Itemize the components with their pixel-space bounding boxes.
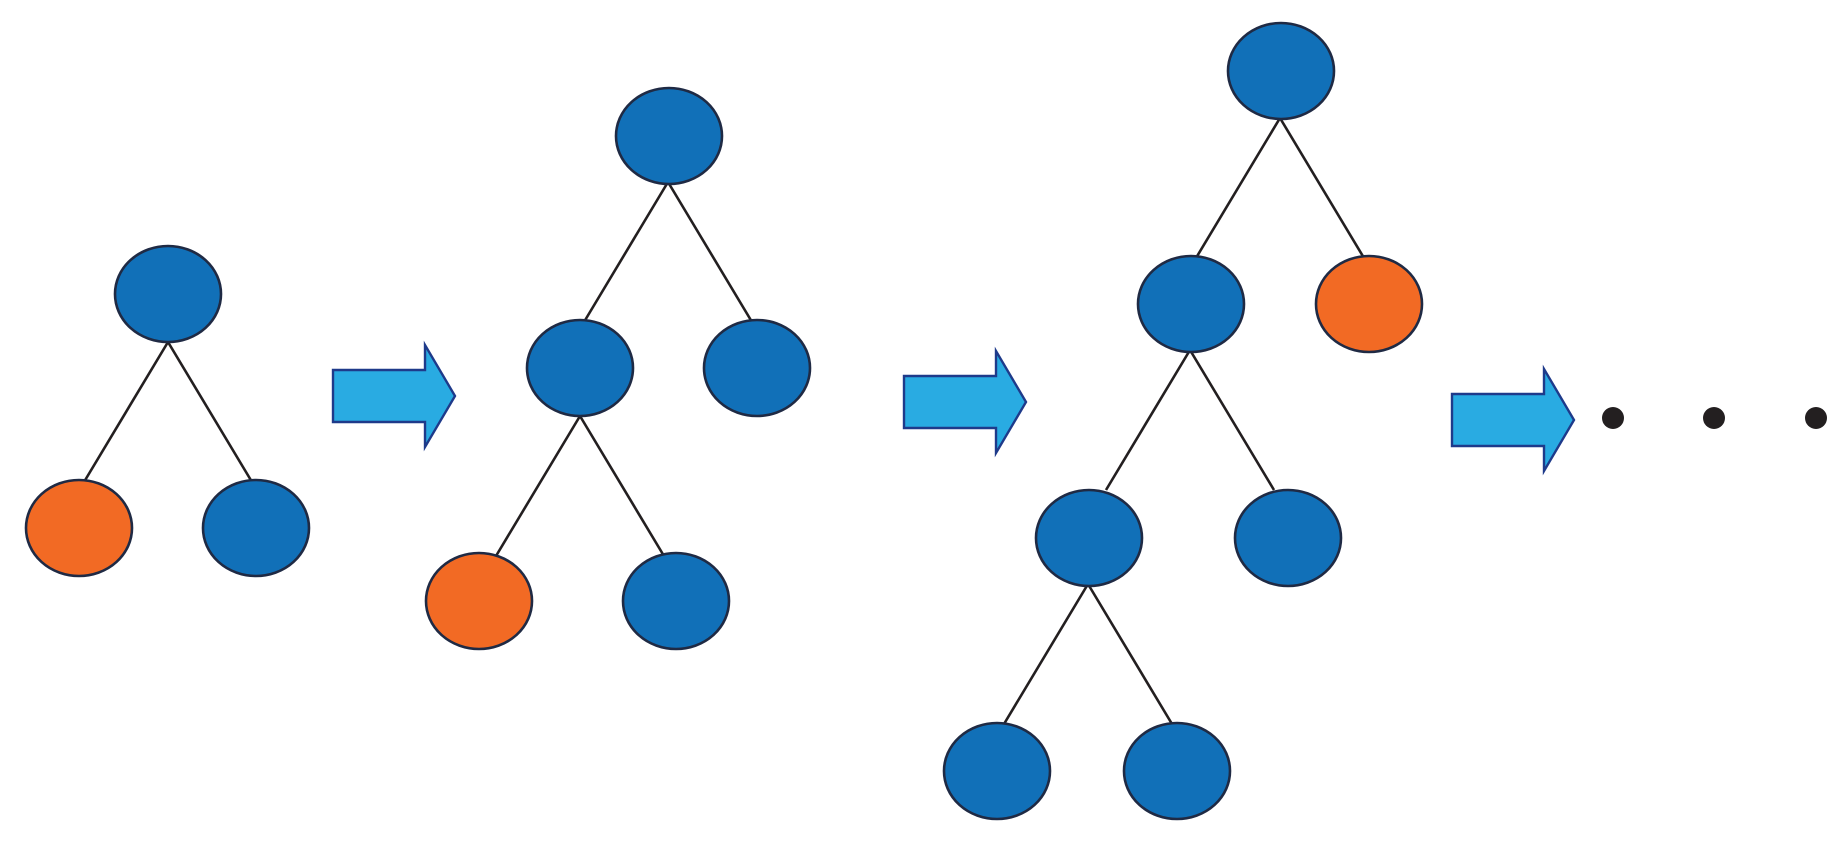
edge — [1086, 583, 1174, 725]
tree-node-right-leaf — [621, 551, 731, 651]
tree-node-root — [614, 86, 724, 186]
edge — [82, 341, 170, 483]
tree-node-root — [113, 244, 223, 344]
edge — [1188, 349, 1276, 491]
tree-node-left-leaf — [24, 478, 134, 578]
edge — [1278, 117, 1366, 259]
edge — [666, 181, 754, 323]
tree-node-root — [1226, 21, 1336, 121]
ellipsis-dot — [1602, 407, 1624, 429]
edge — [1194, 117, 1282, 259]
tree-node-right-leaf — [702, 318, 812, 418]
tree-node-internal — [1034, 488, 1144, 588]
ellipsis-icon — [1602, 407, 1827, 429]
tree-stage-1 — [24, 244, 311, 578]
edge — [1002, 583, 1090, 725]
right-arrow-icon — [331, 340, 457, 452]
tree-node-right-leaf — [1233, 488, 1343, 588]
tree-node-right-leaf — [1314, 254, 1424, 354]
edge — [494, 415, 582, 557]
tree-stage-2 — [424, 86, 812, 651]
tree-node-internal — [525, 318, 635, 418]
right-arrow-icon — [902, 346, 1028, 458]
ellipsis-dot — [1703, 407, 1725, 429]
tree-node-right-leaf — [1122, 721, 1232, 821]
tree-node-internal — [1136, 254, 1246, 354]
edge — [578, 415, 666, 557]
tree-stage-3 — [942, 21, 1424, 821]
edge — [1104, 349, 1192, 491]
tree-node-right-leaf — [201, 478, 311, 578]
edge — [166, 341, 254, 483]
ellipsis-dot — [1805, 407, 1827, 429]
right-arrow-icon — [1450, 364, 1576, 476]
tree-node-left-leaf — [942, 721, 1052, 821]
edge — [582, 181, 670, 323]
tree-node-left-leaf — [424, 551, 534, 651]
